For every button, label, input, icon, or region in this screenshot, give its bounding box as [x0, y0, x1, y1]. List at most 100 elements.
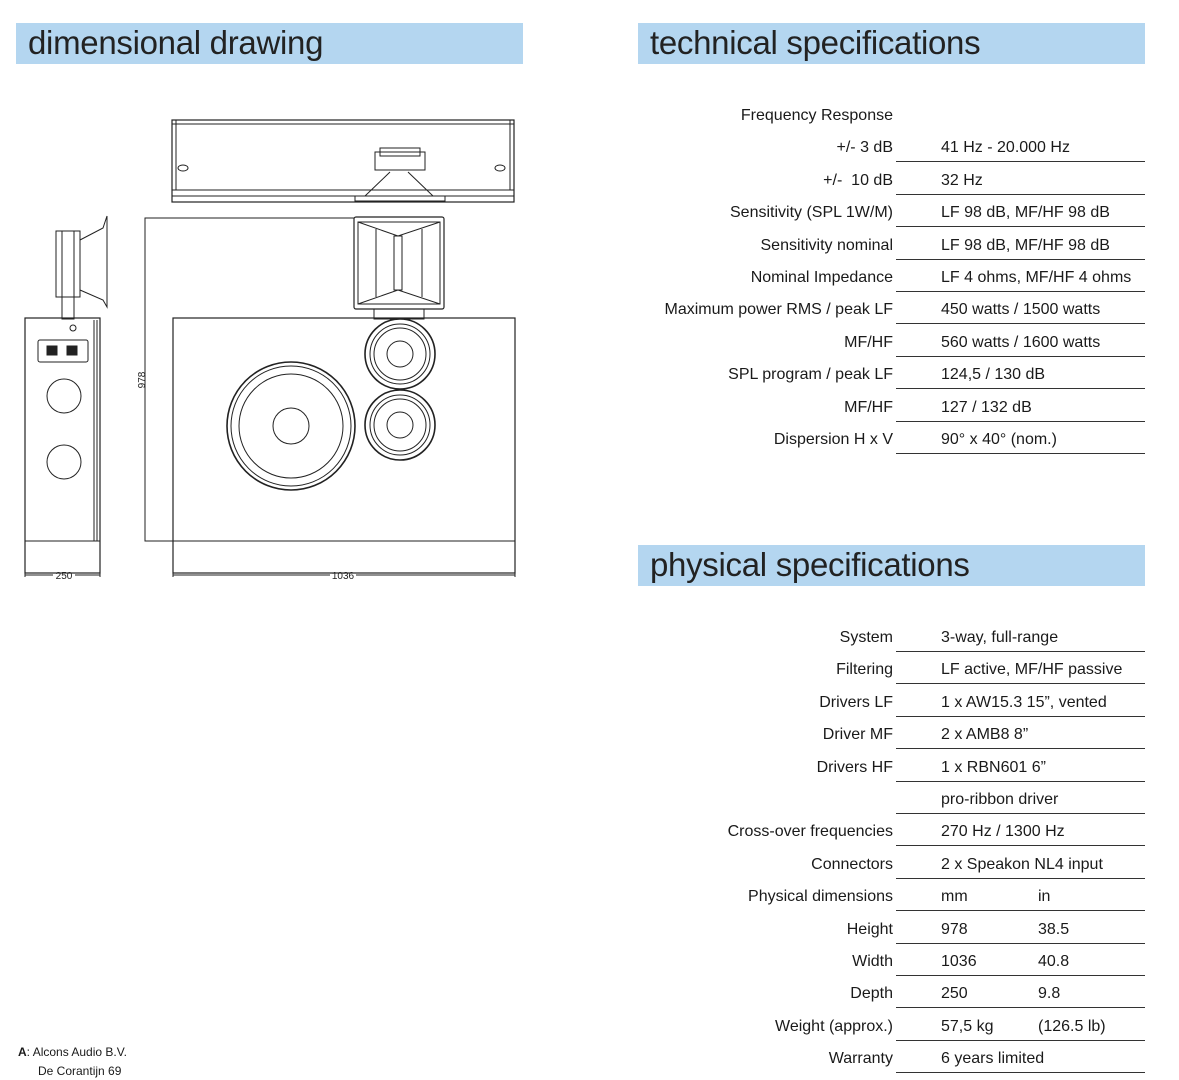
- spec-underline: [896, 452, 1145, 454]
- spec-label: Drivers HF: [816, 758, 893, 776]
- physical-spec-row: Filtering LF active, MF/HF passive: [600, 654, 1145, 686]
- spec-label: MF/HF: [844, 333, 893, 351]
- spec-value: 978: [941, 920, 968, 938]
- spec-underline: [896, 420, 1145, 422]
- spec-underline: [896, 877, 1145, 879]
- physical-spec-row: Depth 250 9.8: [600, 978, 1145, 1010]
- spec-value: 1036: [941, 952, 977, 970]
- spec-label: Sensitivity (SPL 1W/M): [730, 204, 893, 222]
- spec-label: Connectors: [811, 855, 893, 873]
- spec-value-imperial: in: [1038, 888, 1051, 906]
- spec-underline: [896, 942, 1145, 944]
- spec-underline: [896, 193, 1145, 195]
- physical-spec-row: Warranty 6 years limited: [600, 1043, 1145, 1075]
- spec-value: 2 x AMB8 8”: [941, 726, 1029, 744]
- spec-label: Physical dimensions: [748, 888, 893, 906]
- technical-spec-row: +/- 3 dB 41 Hz - 20.000 Hz: [600, 132, 1145, 164]
- address-prefix: A: [18, 1045, 27, 1059]
- spec-value: 90° x 40° (nom.): [941, 430, 1057, 448]
- physical-spec-row: Cross-over frequencies 270 Hz / 1300 Hz: [600, 816, 1145, 848]
- spec-label: Drivers LF: [819, 693, 893, 711]
- height-dimension-label: 978: [137, 371, 148, 388]
- technical-spec-row: Frequency Response: [600, 100, 1145, 132]
- spec-value: pro-ribbon driver: [941, 790, 1059, 808]
- section-header-physical-specifications: physical specifications: [638, 545, 1145, 586]
- spec-label: Depth: [850, 985, 893, 1003]
- front-view: [172, 317, 516, 574]
- physical-spec-row: pro-ribbon driver: [600, 784, 1145, 816]
- spec-label: System: [839, 629, 893, 646]
- spec-value: 124,5 / 130 dB: [941, 366, 1046, 384]
- side-view: [24, 215, 108, 577]
- depth-dimension-label: 250: [56, 571, 73, 582]
- spec-value: mm: [941, 888, 968, 906]
- spec-label: +/- 10 dB: [823, 171, 893, 189]
- technical-spec-row: +/- 10 dB 32 Hz: [600, 165, 1145, 197]
- spec-value: 250: [941, 985, 968, 1003]
- spec-label: Height: [846, 920, 893, 938]
- spec-underline: [896, 715, 1145, 717]
- width-dimension-label: 1036: [332, 571, 355, 582]
- spec-underline: [896, 226, 1145, 228]
- section-header-technical-specifications: technical specifications: [638, 23, 1145, 64]
- spec-label: Cross-over frequencies: [727, 823, 893, 841]
- section-title: technical specifications: [650, 24, 981, 61]
- section-header-dimensional-drawing: dimensional drawing: [16, 23, 523, 64]
- spec-value-imperial: 9.8: [1038, 985, 1061, 1003]
- technical-spec-row: Sensitivity nominal LF 98 dB, MF/HF 98 dB: [600, 230, 1145, 262]
- company-name: Alcons Audio B.V.: [32, 1045, 127, 1059]
- spec-value-imperial: 38.5: [1038, 920, 1070, 938]
- spec-underline: [896, 323, 1145, 325]
- spec-value-imperial: 40.8: [1038, 952, 1070, 970]
- spec-underline: [896, 910, 1145, 912]
- spec-value: 1 x AW15.3 15”, vented: [941, 693, 1107, 711]
- spec-underline: [896, 780, 1145, 782]
- section-title: physical specifications: [650, 546, 970, 583]
- spec-label: Nominal Impedance: [750, 268, 893, 286]
- spec-underline: [896, 290, 1145, 292]
- spec-underline: [896, 748, 1145, 750]
- spec-value: 6 years limited: [941, 1050, 1045, 1068]
- spec-underline: [896, 355, 1145, 357]
- physical-spec-row: Drivers LF 1 x AW15.3 15”, vented: [600, 687, 1145, 719]
- spec-underline: [896, 812, 1145, 814]
- spec-label: Filtering: [836, 661, 893, 679]
- height-dimension: [144, 217, 354, 542]
- spec-value: LF active, MF/HF passive: [941, 661, 1123, 679]
- spec-label: MF/HF: [844, 398, 893, 416]
- spec-underline: [896, 1007, 1145, 1009]
- spec-label: +/- 3 dB: [836, 139, 893, 157]
- spec-value: 57,5 kg: [941, 1017, 994, 1035]
- spec-value: 270 Hz / 1300 Hz: [941, 823, 1065, 841]
- hf-horn: [353, 216, 445, 320]
- spec-label: SPL program / peak LF: [728, 366, 893, 384]
- width-dimension: [172, 573, 516, 577]
- technical-spec-row: Sensitivity (SPL 1W/M)LF 98 dB, MF/HF 98…: [600, 197, 1145, 229]
- spec-label: Dispersion H x V: [773, 430, 893, 448]
- address-line-2: De Corantijn 69: [38, 1064, 122, 1078]
- spec-underline: [896, 974, 1145, 976]
- technical-specifications-table: Frequency Response +/- 3 dB 41 Hz - 20.000…: [600, 100, 1145, 456]
- spec-underline: [896, 1039, 1145, 1041]
- spec-value: 41 Hz - 20.000 Hz: [941, 139, 1070, 157]
- spec-underline: [896, 388, 1145, 390]
- spec-value: 32 Hz: [941, 171, 983, 189]
- section-title: dimensional drawing: [28, 24, 324, 61]
- spec-underline: [896, 683, 1145, 685]
- spec-label: Warranty: [828, 1050, 893, 1068]
- dimensional-drawing: 978 1036 250: [24, 119, 516, 582]
- top-view: [171, 119, 515, 203]
- physical-spec-row: Weight (approx.)57,5 kg(126.5 lb): [600, 1011, 1145, 1043]
- spec-underline: [896, 651, 1145, 652]
- spec-label: Sensitivity nominal: [760, 236, 894, 254]
- spec-value: 450 watts / 1500 watts: [941, 301, 1101, 319]
- spec-value: LF 98 dB, MF/HF 98 dB: [941, 236, 1110, 254]
